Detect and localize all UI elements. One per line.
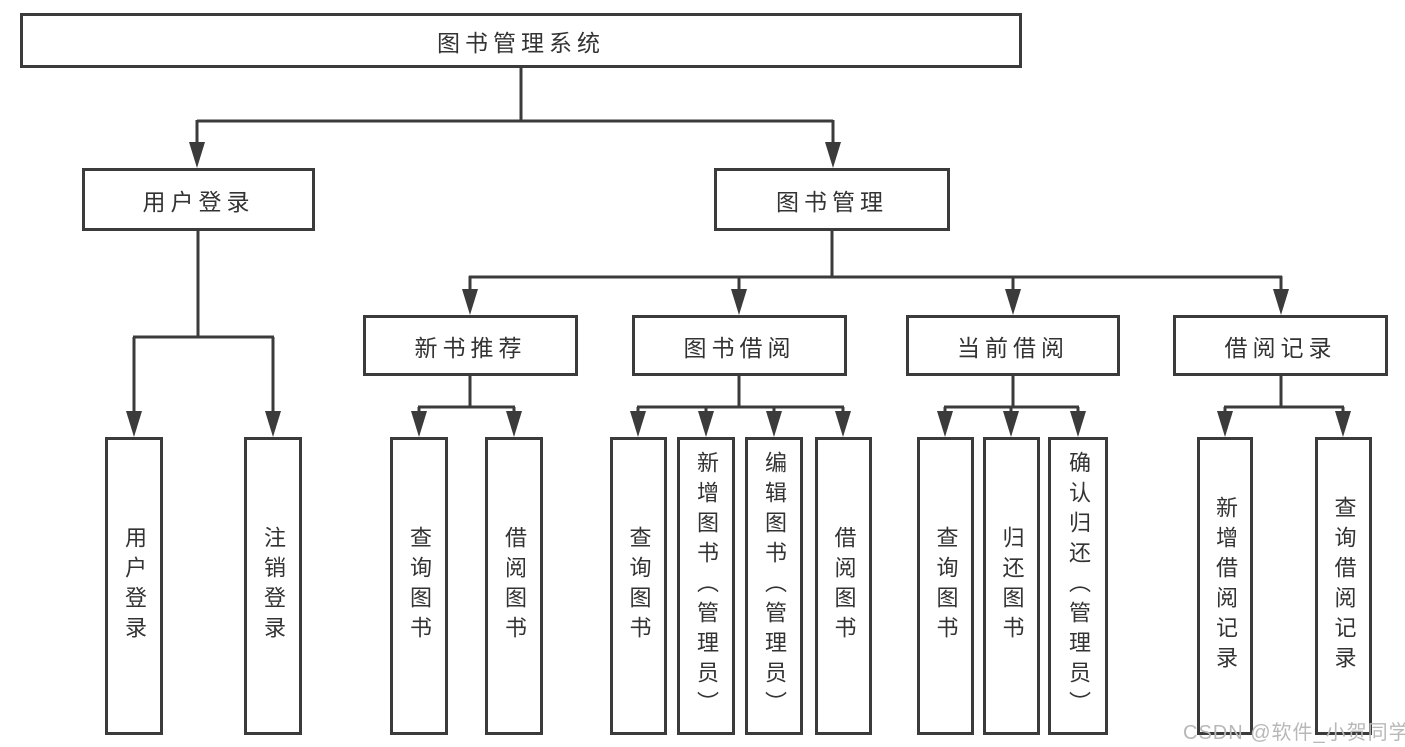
leaf-query-books-recommend: 查询图书 <box>390 437 448 735</box>
leaf-query-books-current: 查询图书 <box>917 437 974 735</box>
node-new-book-recommend: 新书推荐 <box>363 315 578 376</box>
leaf-add-borrow-record: 新增借阅记录 <box>1197 437 1253 735</box>
leaf-query-books-borrowing: 查询图书 <box>610 437 667 735</box>
node-book-management: 图书管理 <box>714 168 950 231</box>
leaf-label: 借阅图书 <box>831 526 857 646</box>
node-root: 图书管理系统 <box>20 13 1022 68</box>
leaf-user-login: 用户登录 <box>105 437 163 735</box>
node-user-login: 用户登录 <box>82 168 315 231</box>
node-book-borrowing: 图书借阅 <box>632 315 847 376</box>
leaf-label: 编辑图书（管理员） <box>762 451 787 721</box>
leaf-confirm-return-admin: 确认归还（管理员） <box>1048 437 1108 735</box>
leaf-label: 确认归还（管理员） <box>1066 451 1091 721</box>
leaf-label: 查询借阅记录 <box>1331 496 1357 676</box>
node-borrow-records: 借阅记录 <box>1173 315 1388 376</box>
leaf-borrow-books-recommend: 借阅图书 <box>485 437 543 735</box>
leaf-label: 查询图书 <box>933 526 959 646</box>
arrowhead-icons <box>126 142 1351 437</box>
leaf-borrow-books-borrowing: 借阅图书 <box>815 437 872 735</box>
leaf-label: 用户登录 <box>122 526 147 646</box>
leaf-edit-book-admin: 编辑图书（管理员） <box>745 437 803 735</box>
leaf-label: 查询图书 <box>407 526 432 646</box>
leaf-label: 新增借阅记录 <box>1213 496 1238 676</box>
node-current-borrowing: 当前借阅 <box>906 315 1120 376</box>
leaf-query-borrow-record: 查询借阅记录 <box>1315 437 1372 735</box>
leaf-logout: 注销登录 <box>244 437 302 735</box>
leaf-label: 新增图书（管理员） <box>694 451 719 721</box>
csdn-watermark: CSDN @软件_小贺同学 <box>1183 722 1405 744</box>
leaf-label: 归还图书 <box>999 526 1025 646</box>
leaf-label: 借阅图书 <box>502 526 527 646</box>
leaf-return-book: 归还图书 <box>983 437 1040 735</box>
leaf-label: 查询图书 <box>626 526 652 646</box>
leaf-label: 注销登录 <box>261 526 286 646</box>
leaf-add-book-admin: 新增图书（管理员） <box>677 437 735 735</box>
